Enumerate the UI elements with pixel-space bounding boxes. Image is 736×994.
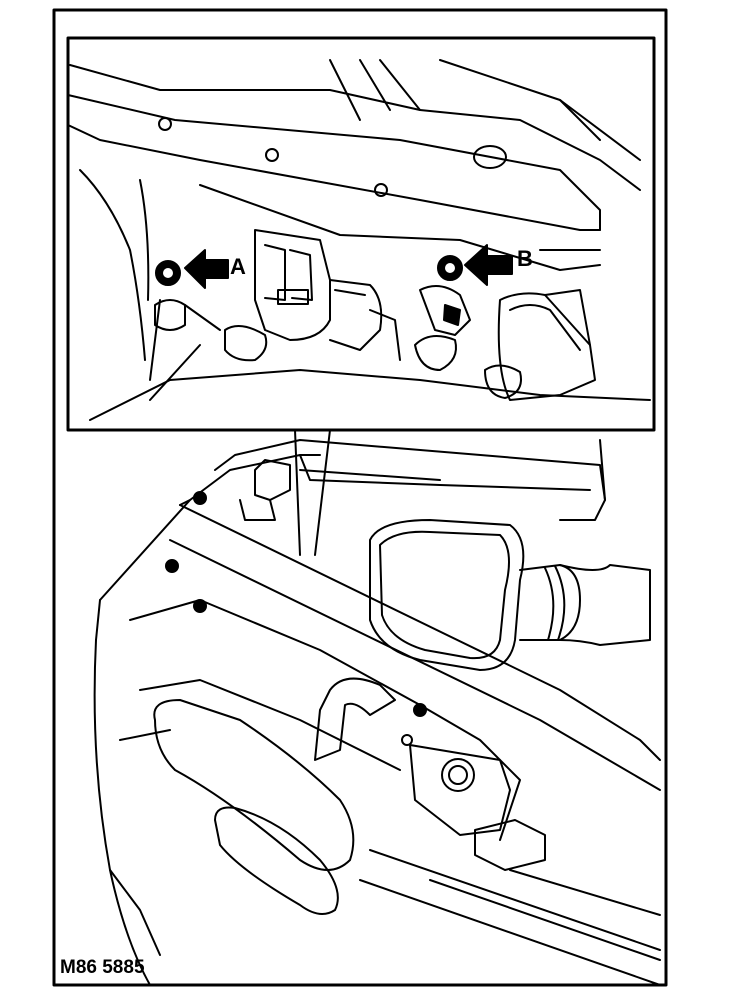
leader-line-left [294,429,301,556]
inset-frame [66,36,656,432]
detail-inset [66,36,656,556]
leader-line-right [314,429,331,556]
figure-reference-number: M86 5885 [60,957,145,978]
callout-label-b: B [517,246,533,271]
callout-arrow-b [464,244,513,286]
callout-label-a: A [230,254,246,279]
front-end-view [93,439,661,986]
outer-frame [52,8,668,987]
callout-arrow-a [184,249,229,289]
